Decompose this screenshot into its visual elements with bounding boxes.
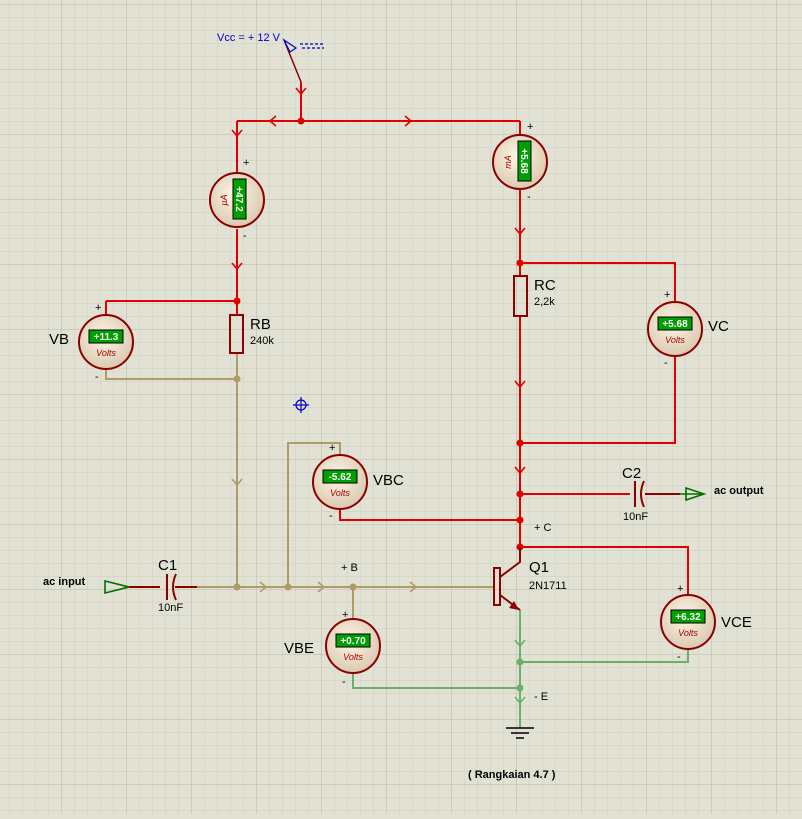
vce-value: +6.32: [675, 612, 701, 623]
c1-name: C1: [158, 557, 177, 574]
vcc-supply[interactable]: Vcc = + 12 V: [217, 32, 324, 83]
c2-name: C2: [622, 465, 641, 482]
vb-name: VB: [49, 331, 69, 348]
vce-name: VCE: [721, 614, 752, 631]
vc-name: VC: [708, 318, 729, 335]
ic-value: +5.68: [518, 148, 529, 174]
vbe-name: VBE: [284, 640, 314, 657]
voltmeter-vbc[interactable]: -5.62 Volts + - VBC: [312, 442, 404, 522]
ac-input-terminal[interactable]: ac input: [43, 576, 130, 595]
vcc-label: Vcc = + 12 V: [217, 32, 281, 44]
vbe-minus: -: [342, 676, 346, 688]
vce-minus: -: [677, 651, 681, 663]
q1-name: Q1: [529, 559, 549, 576]
ground-symbol: [506, 727, 534, 739]
rc-name: RC: [534, 277, 556, 294]
vbc-value: -5.62: [329, 472, 352, 483]
ib-plus: +: [243, 157, 249, 169]
ac-output-terminal[interactable]: ac output: [680, 485, 764, 502]
ammeter-ic[interactable]: +5.68 mA + -: [492, 121, 548, 203]
vce-unit: Volts: [678, 628, 698, 638]
crosshair-icon: [293, 397, 309, 413]
vce-plus: +: [677, 583, 683, 595]
voltmeter-vb[interactable]: +11.3 Volts + - VB: [49, 302, 134, 383]
vc-minus: -: [664, 357, 668, 369]
capacitor-c1[interactable]: C1 10nF: [158, 557, 183, 614]
ac-output-label: ac output: [714, 485, 764, 497]
transistor-q1[interactable]: Q1 2N1711: [493, 547, 567, 611]
rc-value: 2,2k: [534, 296, 555, 308]
vbe-value: +0.70: [340, 636, 366, 647]
ac-input-label: ac input: [43, 576, 86, 588]
wires: [105, 82, 689, 728]
voltmeter-vc[interactable]: +5.68 Volts + - VC: [647, 289, 729, 369]
ic-minus: -: [527, 191, 531, 203]
rb-value: 240k: [250, 335, 274, 347]
ammeter-ib[interactable]: +47.2 µA + -: [209, 157, 265, 242]
base-node-label: + B: [341, 562, 358, 574]
voltmeter-vce[interactable]: +6.32 Volts + - VCE: [660, 583, 752, 663]
vbe-unit: Volts: [343, 652, 363, 662]
vc-value: +5.68: [662, 319, 688, 330]
ib-minus: -: [243, 230, 247, 242]
ic-plus: +: [527, 121, 533, 133]
vb-minus: -: [95, 371, 99, 383]
vbc-minus: -: [329, 510, 333, 522]
ic-unit: mA: [503, 155, 513, 169]
circuit-caption: ( Rangkaian 4.7 ): [468, 769, 556, 781]
q1-part: 2N1711: [529, 580, 567, 592]
vbc-unit: Volts: [330, 488, 350, 498]
vb-plus: +: [95, 302, 101, 314]
c2-value: 10nF: [623, 511, 648, 523]
capacitor-c2[interactable]: C2 10nF: [622, 465, 648, 523]
rb-name: RB: [250, 316, 271, 333]
current-arrows: [231, 87, 526, 705]
ib-value: +47.2: [233, 186, 244, 212]
vb-value: +11.3: [94, 332, 119, 343]
vc-unit: Volts: [665, 335, 685, 345]
vbe-plus: +: [342, 609, 348, 621]
vbc-plus: +: [329, 442, 335, 454]
resistor-rc[interactable]: RC 2,2k: [513, 275, 556, 317]
resistor-rb[interactable]: RB 240k: [229, 314, 274, 354]
c1-value: 10nF: [158, 602, 183, 614]
ib-unit: µA: [219, 194, 229, 205]
vbc-name: VBC: [373, 472, 404, 489]
voltmeter-vbe[interactable]: +0.70 Volts + - VBE: [284, 609, 381, 688]
emitter-node-label: - E: [534, 691, 548, 703]
vc-plus: +: [664, 289, 670, 301]
collector-node-label: + C: [534, 522, 551, 534]
vb-unit: Volts: [96, 348, 116, 358]
